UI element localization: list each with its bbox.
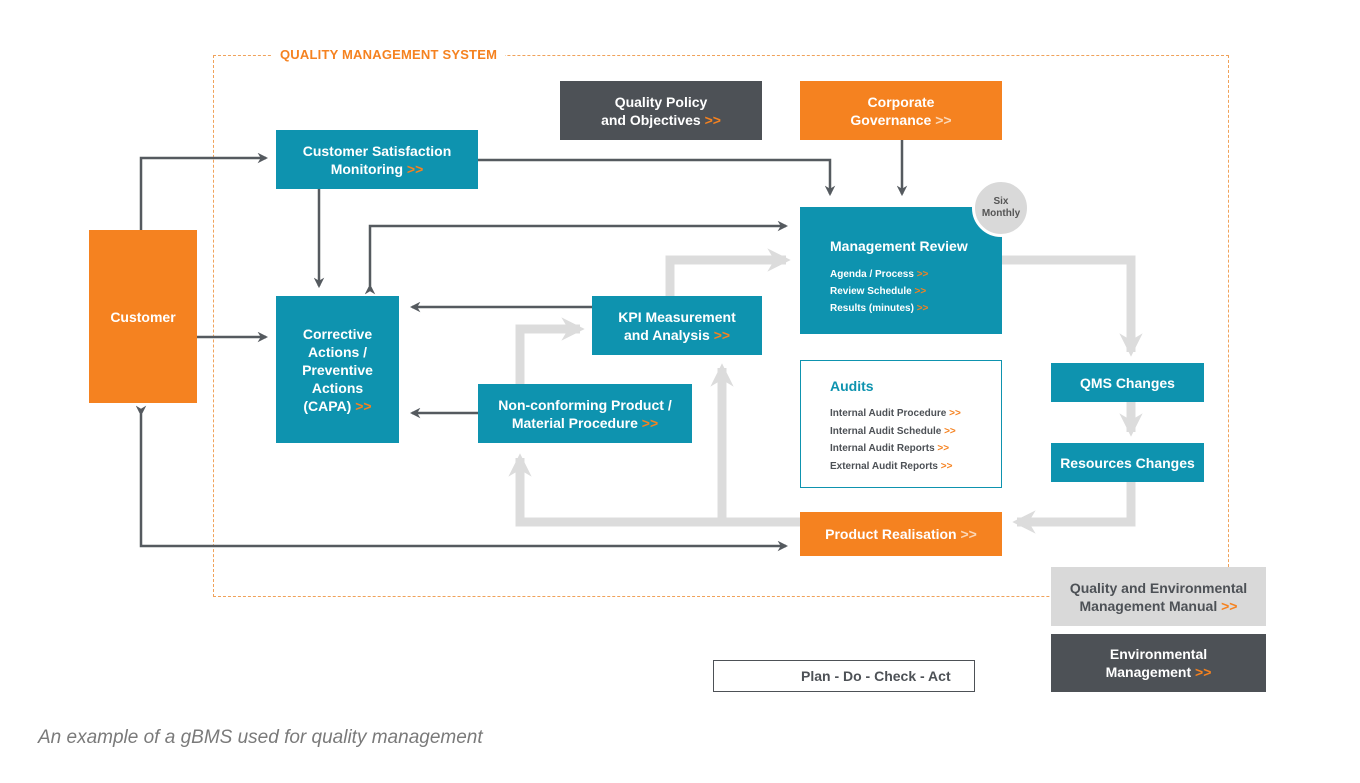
- qem-manual-box[interactable]: Quality and Environmental Management Man…: [1051, 567, 1266, 626]
- ncp-line2: Material Procedure: [511, 414, 638, 431]
- environmental-management-box[interactable]: Environmental Management >>: [1051, 634, 1266, 692]
- qpo-line2: and Objectives: [601, 111, 701, 128]
- cg-line2: Governance: [850, 111, 932, 128]
- audits-title: Audits: [830, 378, 874, 394]
- chevron-icon: >>: [406, 160, 424, 177]
- capa-line3: Preventive: [302, 361, 373, 378]
- arrow-customer-product: [135, 405, 789, 552]
- audit-item-internal-schedule[interactable]: Internal Audit Schedule >>: [830, 425, 956, 437]
- csm-line1: Customer Satisfaction: [302, 142, 452, 159]
- corporate-governance-box[interactable]: Corporate Governance >>: [800, 81, 1002, 140]
- chevron-icon: >>: [949, 408, 961, 419]
- qms-changes-box[interactable]: QMS Changes: [1051, 363, 1204, 402]
- kpi-box[interactable]: KPI Measurement and Analysis >>: [592, 296, 762, 355]
- pdca-arrow-product-to-ncp: [508, 453, 800, 527]
- qem-line2: Management Manual: [1079, 597, 1218, 614]
- badge-line2: Monthly: [981, 208, 1021, 219]
- chevron-icon: >>: [914, 286, 927, 297]
- chevron-icon: >>: [935, 111, 952, 128]
- csm-line2: Monitoring: [330, 160, 404, 177]
- arrow-customer-to-csm: [139, 152, 269, 230]
- cg-line1: Corporate: [867, 93, 935, 110]
- pdca-arrow-resources-to-product: [1012, 482, 1136, 534]
- customer-satisfaction-box[interactable]: Customer Satisfaction Monitoring >>: [276, 130, 478, 189]
- qms-changes-label: QMS Changes: [1080, 374, 1175, 391]
- quality-policy-box[interactable]: Quality Policy and Objectives >>: [560, 81, 762, 140]
- audit-item-external-reports[interactable]: External Audit Reports >>: [830, 460, 953, 472]
- chevron-icon: >>: [355, 397, 372, 414]
- mr-item-schedule[interactable]: Review Schedule >>: [830, 286, 927, 297]
- non-conforming-box[interactable]: Non-conforming Product / Material Proced…: [478, 384, 692, 443]
- frame-title: QUALITY MANAGEMENT SYSTEM: [272, 47, 506, 62]
- chevron-icon: >>: [960, 526, 977, 542]
- figure-caption: An example of a gBMS used for quality ma…: [38, 727, 483, 748]
- chevron-icon: >>: [1195, 664, 1212, 680]
- resources-changes-box[interactable]: Resources Changes: [1051, 443, 1204, 482]
- product-realisation-label: Product Realisation: [825, 526, 957, 542]
- pdca-arrow-ncp-to-kpi: [515, 317, 585, 384]
- arrow-csm-to-mr: [478, 158, 836, 197]
- pdca-arrow-kpi-to-mr: [665, 248, 791, 296]
- pdca-legend: Plan - Do - Check - Act: [713, 660, 975, 692]
- ncp-line1: Non-conforming Product /: [498, 396, 672, 413]
- chevron-icon: >>: [940, 460, 953, 472]
- audit-item-internal-procedure[interactable]: Internal Audit Procedure >>: [830, 408, 961, 419]
- chevron-icon: >>: [937, 443, 950, 454]
- product-realisation-box[interactable]: Product Realisation >>: [800, 512, 1002, 556]
- kpi-line2: and Analysis: [623, 326, 710, 343]
- capa-line1: Corrective: [302, 325, 373, 342]
- management-review-title: Management Review: [830, 238, 968, 254]
- capa-line5: (CAPA): [303, 397, 352, 414]
- capa-line4: Actions: [311, 379, 364, 396]
- env-line2: Management: [1105, 664, 1192, 680]
- audit-item-internal-reports[interactable]: Internal Audit Reports >>: [830, 443, 950, 454]
- chevron-icon: >>: [704, 111, 721, 128]
- legend-label: Plan - Do - Check - Act: [801, 668, 951, 684]
- qpo-line1: Quality Policy: [614, 93, 708, 110]
- chevron-icon: >>: [916, 269, 929, 280]
- badge-line1: Six: [993, 196, 1009, 207]
- arrow-mr-capa: [364, 220, 789, 295]
- qms-frame: [213, 55, 1229, 597]
- customer-label: Customer: [110, 308, 176, 325]
- chevron-icon: >>: [641, 414, 659, 431]
- chevron-icon: >>: [944, 425, 956, 437]
- mr-item-results[interactable]: Results (minutes) >>: [830, 303, 929, 314]
- qem-line1: Quality and Environmental: [1069, 579, 1248, 596]
- capa-line2: Actions /: [307, 343, 368, 360]
- kpi-line1: KPI Measurement: [618, 308, 736, 325]
- management-review-list: Agenda / Process >> Review Schedule >> R…: [830, 266, 928, 317]
- audits-list: Internal Audit Procedure >> Internal Aud…: [830, 405, 961, 475]
- env-line1: Environmental: [1109, 646, 1208, 662]
- chevron-icon: >>: [713, 326, 731, 343]
- six-monthly-badge: Six Monthly: [972, 179, 1030, 237]
- management-review-box[interactable]: [800, 207, 1002, 334]
- pdca-arrow-mr-to-qms: [1002, 255, 1143, 357]
- chevron-icon: >>: [916, 303, 929, 314]
- audits-panel: Audits Internal Audit Procedure >> Inter…: [800, 360, 1002, 488]
- mr-item-agenda[interactable]: Agenda / Process >>: [830, 269, 929, 280]
- capa-box[interactable]: Corrective Actions / Preventive Actions …: [276, 296, 399, 443]
- customer-box[interactable]: Customer: [89, 230, 197, 403]
- resources-changes-label: Resources Changes: [1060, 454, 1195, 471]
- chevron-icon: >>: [1221, 597, 1238, 614]
